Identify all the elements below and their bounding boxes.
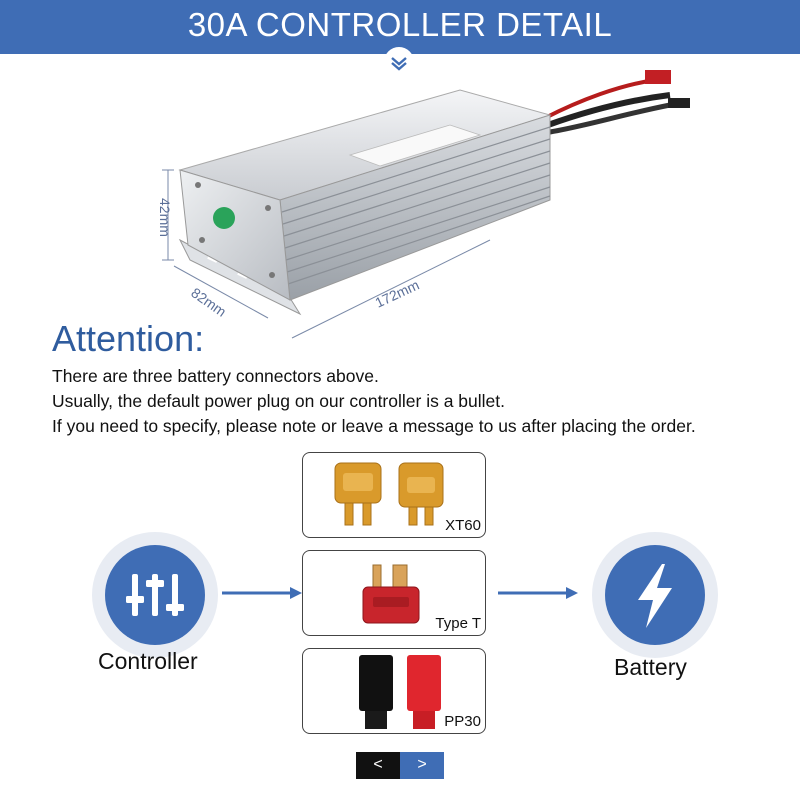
chevron-down-icon bbox=[384, 47, 414, 77]
connector-option-xt60: XT60 bbox=[302, 452, 486, 538]
page-title: 30A CONTROLLER DETAIL bbox=[187, 6, 613, 43]
xt60-connector-icon bbox=[334, 462, 444, 526]
controller-label: Controller bbox=[98, 648, 198, 674]
xt60-label: XT60 bbox=[445, 517, 481, 534]
attention-line-3: If you need to specify, please note or l… bbox=[52, 416, 696, 436]
type-t-connector-icon bbox=[362, 564, 420, 624]
header-banner bbox=[0, 0, 800, 54]
arrow-right-icon bbox=[222, 587, 302, 599]
lightning-bolt-icon bbox=[638, 564, 672, 628]
sliders-icon bbox=[126, 574, 184, 616]
image-pager: < > bbox=[356, 752, 444, 779]
arrow-right-icon bbox=[498, 587, 578, 599]
attention-heading: Attention: bbox=[52, 318, 205, 359]
battery-icon-circle bbox=[592, 532, 718, 658]
pp30-connector-icon bbox=[359, 655, 441, 729]
controller-product-image: 42mm 82mm 172mm bbox=[157, 70, 690, 339]
connector-option-type-t: Type T bbox=[302, 550, 486, 636]
dim-length-label: 172mm bbox=[373, 276, 422, 310]
controller-icon-circle bbox=[92, 532, 218, 658]
pp30-label: PP30 bbox=[444, 713, 481, 730]
attention-line-2: Usually, the default power plug on our c… bbox=[52, 391, 505, 411]
battery-label: Battery bbox=[614, 654, 687, 680]
type-t-label: Type T bbox=[435, 615, 481, 632]
dim-width-label: 82mm bbox=[188, 284, 229, 319]
previous-button[interactable]: < bbox=[356, 752, 400, 779]
dim-height-label: 42mm bbox=[157, 198, 173, 237]
attention-line-1: There are three battery connectors above… bbox=[52, 366, 379, 386]
connector-option-pp30: PP30 bbox=[302, 648, 486, 734]
next-button[interactable]: > bbox=[400, 752, 444, 779]
